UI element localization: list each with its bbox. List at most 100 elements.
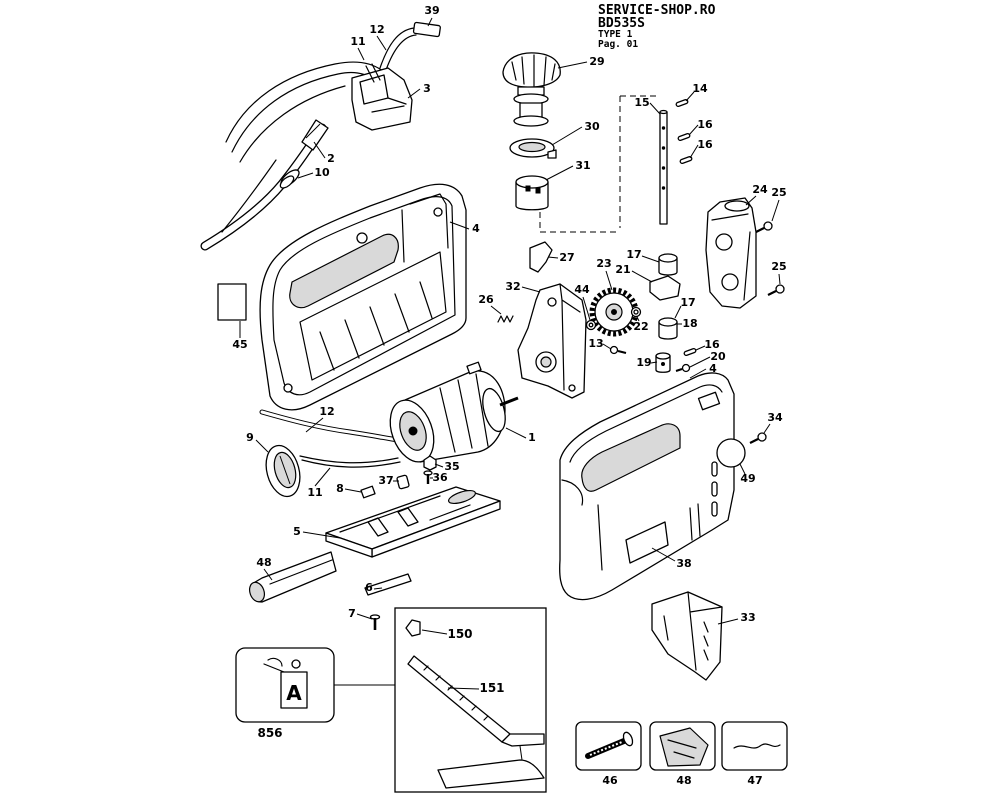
callout-34: 34: [767, 411, 783, 424]
detent-ring: [509, 138, 557, 159]
leader-line-49: [739, 463, 746, 475]
screw-boss: [356, 232, 368, 244]
callout-46: 46: [602, 774, 618, 787]
screw-20: [675, 363, 691, 373]
leader-line-31: [545, 165, 574, 181]
wire-piece: [733, 743, 781, 749]
cam: [515, 175, 549, 211]
callout-12: 12: [369, 23, 384, 36]
bearing-17-lower: [658, 317, 678, 340]
gear: [589, 287, 639, 337]
bearing-top: [658, 317, 678, 327]
callout-27: 27: [559, 251, 574, 264]
screw-36: [423, 470, 433, 484]
leader-line-4b: [689, 368, 707, 379]
leader-line-25: [771, 199, 780, 222]
leader-line-35: [434, 463, 444, 468]
guide-21: [649, 275, 681, 301]
tag-eyelet: [291, 659, 301, 669]
screw-34: [749, 432, 767, 444]
guide-foot: [437, 759, 545, 789]
motor-shaft: [499, 396, 519, 407]
screw-head: [775, 284, 785, 294]
motor-cavity: [299, 251, 447, 381]
tag-letter: A: [286, 681, 302, 705]
rod-hole: [661, 166, 666, 170]
bearing-17-upper: [658, 253, 678, 276]
switch-details: [365, 63, 407, 113]
part-150: [405, 619, 421, 637]
screw-shank: [749, 438, 759, 444]
callout-33: 33: [740, 611, 755, 624]
callout-9: 9: [246, 431, 254, 444]
cover-bearing-seat: [715, 233, 733, 251]
leader-line-16b: [689, 144, 699, 159]
callout-11-lower: 11: [307, 486, 322, 499]
rating-label: [217, 283, 247, 321]
leader-line-33: [717, 618, 739, 625]
callout-23: 23: [596, 257, 611, 270]
cable-outline: [200, 123, 327, 251]
rod-hole: [661, 146, 666, 150]
housing-ribs: [319, 281, 433, 371]
accessory-box: [394, 607, 547, 793]
plate-hole: [547, 297, 557, 307]
callout-8: 8: [336, 482, 344, 495]
cam-slot: [525, 185, 531, 192]
washer-inner: [588, 322, 594, 328]
callout-11: 11: [350, 35, 365, 48]
leader-line-3: [407, 88, 421, 99]
guard-outline: [651, 591, 723, 681]
leader-line-25b: [778, 273, 781, 285]
callout-45: 45: [232, 338, 247, 351]
leader-line-14: [685, 91, 695, 102]
leader-line-38: [651, 547, 676, 562]
bearing-top: [658, 253, 678, 263]
pin-16: [677, 132, 691, 142]
left-housing: [259, 183, 467, 411]
callout-7: 7: [348, 607, 356, 620]
ring-lug: [547, 149, 557, 159]
screw-head: [763, 221, 773, 231]
leader-line-16c: [695, 345, 706, 351]
clip-37: [396, 474, 410, 490]
callout-38: 38: [676, 557, 691, 570]
leader-line-32: [521, 286, 541, 293]
callout-48-bag: 48: [676, 774, 691, 787]
tag-string: [263, 657, 285, 673]
callout-16: 16: [697, 118, 713, 131]
cover-outline: [705, 197, 757, 309]
callout-16c: 16: [704, 338, 720, 351]
cable-wire: [239, 85, 346, 163]
commutator-end: [482, 387, 506, 433]
guide-post: [519, 745, 523, 761]
speed-knob: [265, 444, 301, 498]
leader-line-19: [650, 361, 658, 364]
leader-line-11-lower: [314, 467, 331, 487]
leader-line-39: [427, 17, 433, 27]
gear-bore: [611, 309, 617, 315]
callout-labels: 39 12 11 3 2 10 4 45 12 9 11 29 30 31 15…: [232, 4, 786, 787]
washer-44: [585, 319, 597, 331]
callout-151: 151: [479, 681, 504, 695]
callout-36: 36: [432, 471, 448, 484]
callout-150: 150: [447, 627, 472, 641]
callout-4: 4: [472, 222, 480, 235]
leader-line-12-lower: [305, 417, 324, 433]
knob-grip: [279, 455, 291, 485]
header-page: Pag. 01: [598, 39, 638, 50]
tube-mouth: [248, 581, 266, 603]
handle-opening: [581, 423, 681, 492]
housing-rim: [569, 384, 723, 463]
callout-22: 22: [633, 320, 648, 333]
screw-boss: [433, 207, 443, 217]
knob-flange: [513, 115, 549, 127]
callout-24: 24: [752, 183, 768, 196]
label-sticker: [217, 283, 247, 321]
leader-line-4: [449, 221, 470, 230]
header-site: SERVICE-SHOP.RO: [598, 3, 716, 18]
leader-line-1: [505, 427, 527, 439]
screw-7: [369, 614, 381, 630]
callout-17: 17: [626, 248, 641, 261]
